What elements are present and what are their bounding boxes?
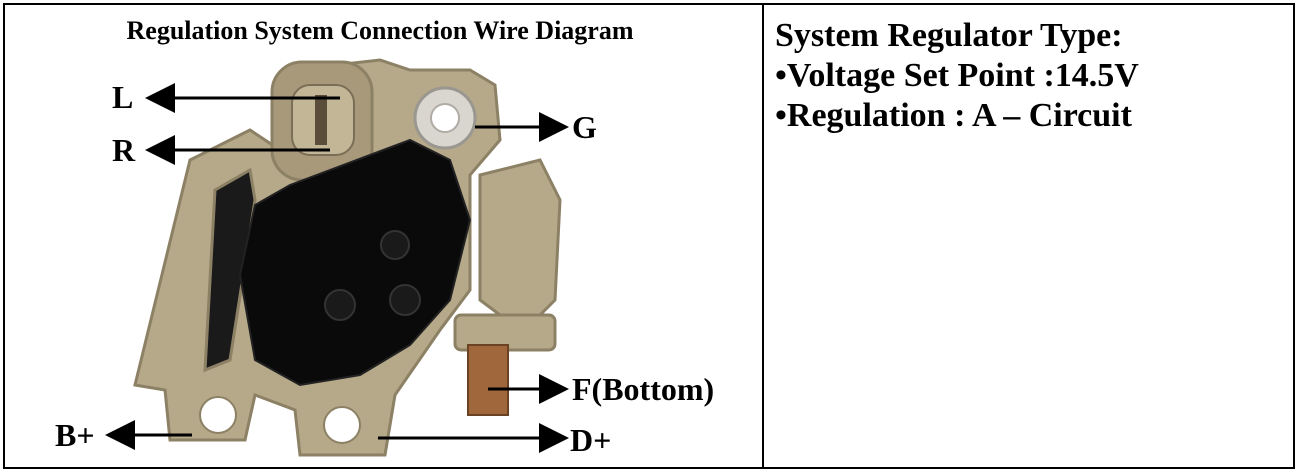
epoxy-potting xyxy=(238,138,472,387)
diagram-title: Regulation System Connection Wire Diagra… xyxy=(126,16,634,45)
spec-voltage: •Voltage Set Point :14.5V xyxy=(775,57,1139,94)
mount-hole-bplus xyxy=(199,396,237,434)
label-R: R xyxy=(112,132,136,168)
label-L: L xyxy=(112,79,134,115)
carbon-brush xyxy=(467,344,509,416)
regulator-spec-panel: System Regulator Type: •Voltage Set Poin… xyxy=(775,16,1285,136)
panel-divider xyxy=(762,3,764,469)
brush-holder xyxy=(478,158,562,317)
mount-hole-dplus xyxy=(323,406,361,444)
label-F: F(Bottom) xyxy=(572,371,715,407)
spec-heading: System Regulator Type: xyxy=(775,17,1123,54)
spec-regulation: •Regulation : A – Circuit xyxy=(775,97,1132,134)
label-Dplus: D+ xyxy=(570,422,612,458)
label-Bplus: B+ xyxy=(55,417,95,453)
label-G: G xyxy=(572,109,597,145)
